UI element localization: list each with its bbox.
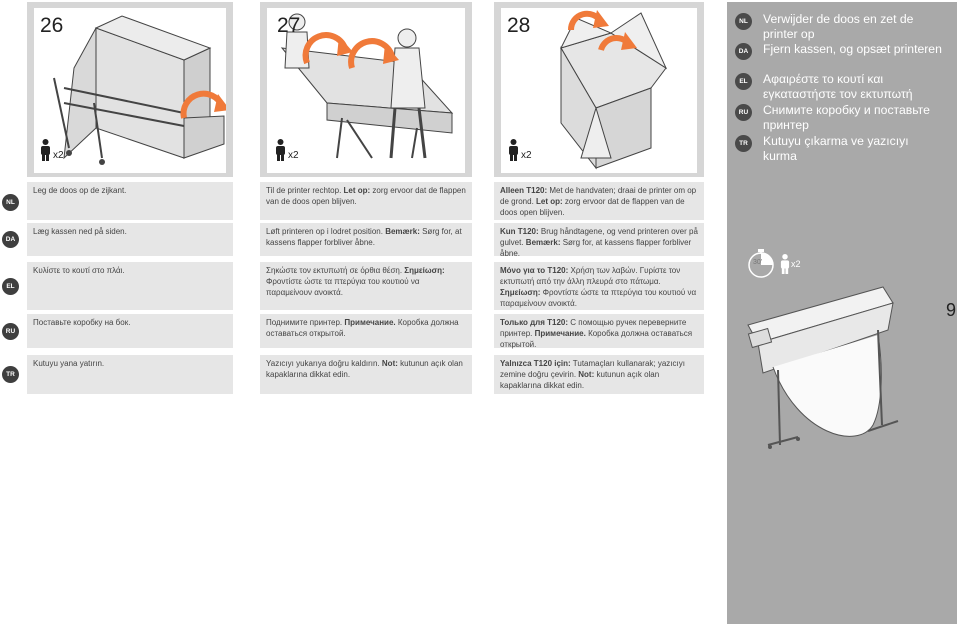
step-26-text: Læg kassen ned på siden. bbox=[33, 227, 127, 236]
step-28-text: Kun T120: Brug håndtagene, og vend print… bbox=[500, 227, 698, 258]
row-tr: TR Kutuyu yana yatırın. Yazıcıyı yukarıy… bbox=[0, 355, 725, 394]
row-bg bbox=[260, 355, 472, 394]
step-28-illustration bbox=[560, 10, 668, 170]
person-icon bbox=[780, 254, 790, 274]
header-ru: Снимите коробку и поставьте принтер bbox=[763, 103, 930, 132]
language-badge: EL bbox=[2, 278, 19, 295]
language-badge: RU bbox=[2, 323, 19, 340]
people-label: x2 bbox=[288, 150, 299, 161]
timer-minutes: 30' bbox=[753, 259, 763, 266]
printer-illustration bbox=[747, 286, 899, 449]
row-bg bbox=[260, 182, 472, 220]
person-icon bbox=[509, 139, 518, 161]
row-bg bbox=[260, 223, 472, 256]
step-26-illustration bbox=[53, 15, 226, 165]
step-27-text: Σηκώστε τον εκτυπωτή σε όρθια θέση. Σημε… bbox=[266, 266, 445, 297]
header-da: Fjern kassen, og opsæt printeren bbox=[763, 42, 942, 56]
people-count: x2 bbox=[40, 139, 64, 161]
row-bg bbox=[27, 314, 233, 348]
step-27-illustration bbox=[280, 13, 454, 159]
row-ru: RU Поставьте коробку на бок. Поднимите п… bbox=[0, 314, 725, 349]
row-bg bbox=[494, 355, 704, 394]
step-28-text: Yalnızca T120 için: Tutamaçları kullanar… bbox=[500, 359, 685, 390]
row-bg bbox=[27, 223, 233, 256]
row-bg bbox=[494, 223, 704, 256]
time-estimate: 30' x2 bbox=[746, 248, 801, 283]
step-26-text: Kutuyu yana yatırın. bbox=[33, 359, 105, 368]
language-badge: EL bbox=[735, 73, 752, 90]
header-tr: Kutuyu çıkarma ve yazıcıyı kurma bbox=[763, 134, 909, 163]
row-bg bbox=[27, 262, 233, 310]
language-badge: DA bbox=[2, 231, 19, 248]
row-nl: NL Leg de doos op de zijkant. Til de pri… bbox=[0, 182, 725, 220]
step-number: 28 bbox=[507, 14, 531, 37]
row-bg bbox=[27, 182, 233, 220]
row-bg bbox=[494, 314, 704, 348]
step-number: 26 bbox=[40, 14, 64, 37]
row-bg bbox=[260, 314, 472, 348]
row-da: DA Læg kassen ned på siden. Løft printer… bbox=[0, 223, 725, 258]
stopwatch-icon bbox=[748, 249, 774, 278]
row-bg bbox=[260, 262, 472, 310]
step-28-text: Μόνο για το T120: Χρήση των λαβών. Γυρίσ… bbox=[500, 266, 697, 308]
row-bg bbox=[27, 355, 233, 394]
person-icon bbox=[276, 139, 285, 161]
step-26-panel: 26 x2 bbox=[27, 2, 233, 177]
step-28-panel: 28 x2 bbox=[494, 2, 704, 177]
header-el: Αφαιρέστε το κουτί και εγκαταστήστε τον … bbox=[763, 72, 913, 101]
language-badge: DA bbox=[735, 43, 752, 60]
people-label: x2 bbox=[53, 150, 64, 161]
language-badge: NL bbox=[735, 13, 752, 30]
step-27-text: Til de printer rechtop. Let op: zorg erv… bbox=[266, 186, 466, 206]
people-count: x2 bbox=[508, 139, 532, 161]
people-label: x2 bbox=[521, 150, 532, 161]
language-badge: TR bbox=[735, 135, 752, 152]
row-el: EL Κυλίστε το κουτί στο πλάι. Σηκώστε το… bbox=[0, 262, 725, 310]
step-27-text: Løft printeren op i lodret position. Bem… bbox=[266, 227, 462, 247]
language-badge: NL bbox=[2, 194, 19, 211]
step-27-panel: 27 x2 bbox=[260, 2, 472, 177]
page-number: 9 bbox=[946, 300, 957, 320]
step-26-text: Leg de doos op de zijkant. bbox=[33, 186, 127, 195]
step-28-text: Alleen T120: Met de handvaten; draai de … bbox=[500, 186, 697, 217]
step-28-text: Только для T120: С помощью ручек перевер… bbox=[500, 318, 693, 349]
language-badge: RU bbox=[735, 104, 752, 121]
people-count: x2 bbox=[275, 139, 299, 161]
language-badge: TR bbox=[2, 366, 19, 383]
step-27-text: Yazıcıyı yukarıya doğru kaldırın. Not: k… bbox=[266, 359, 463, 379]
step-26-text: Κυλίστε το κουτί στο πλάι. bbox=[33, 266, 125, 275]
step-27-text: Поднимите принтер. Примечание. Коробка д… bbox=[266, 318, 459, 338]
person-icon bbox=[41, 139, 50, 161]
row-bg bbox=[494, 182, 704, 220]
people-label: x2 bbox=[791, 259, 801, 269]
step-number: 27 bbox=[277, 14, 301, 37]
header-nl: Verwijder de doos en zet de printer op bbox=[763, 12, 914, 41]
row-bg bbox=[494, 262, 704, 310]
step-26-text: Поставьте коробку на бок. bbox=[33, 318, 131, 327]
